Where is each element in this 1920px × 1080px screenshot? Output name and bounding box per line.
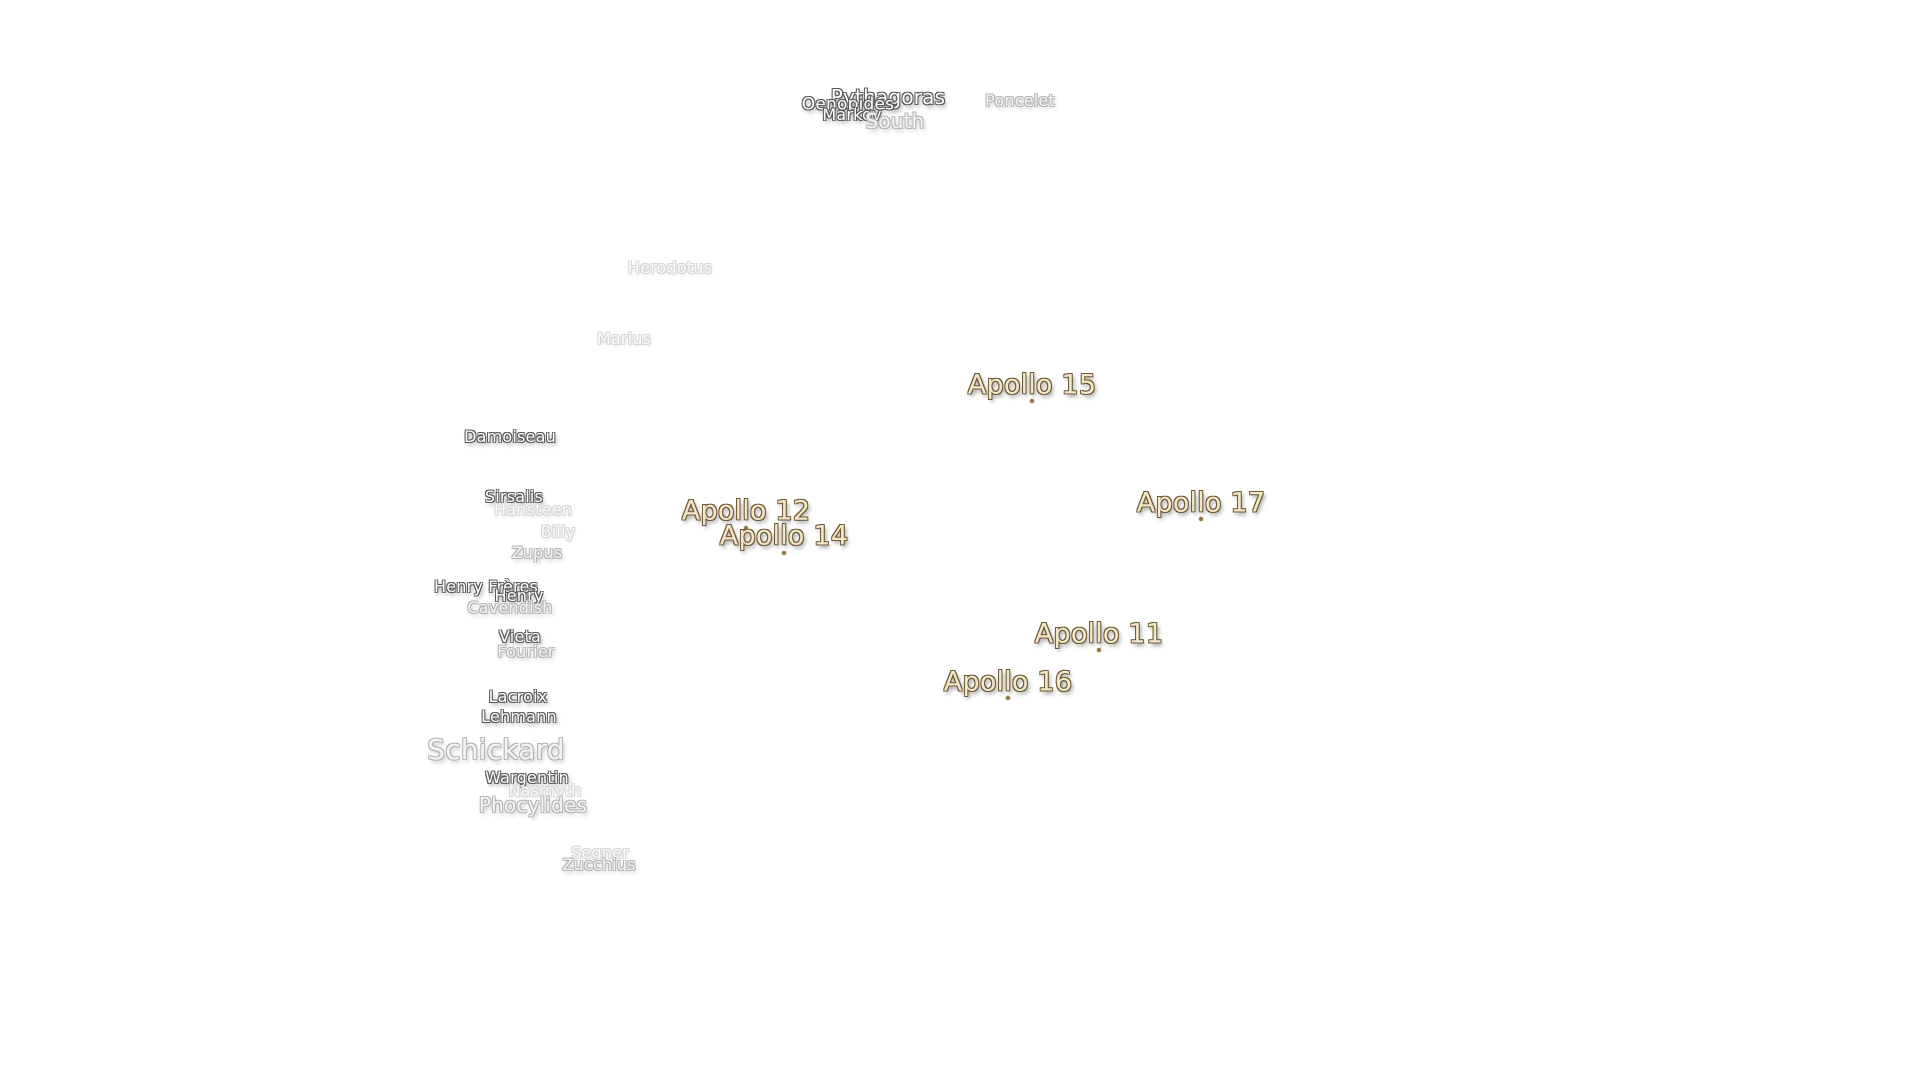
crater-label-south[interactable]: South xyxy=(865,109,925,133)
apollo-14-site-marker[interactable] xyxy=(782,551,786,555)
crater-label-damoiseau[interactable]: Damoiseau xyxy=(464,427,556,446)
crater-label-billy[interactable]: Billy xyxy=(540,522,576,541)
crater-label-nasmyth[interactable]: Nasmyth xyxy=(508,781,582,800)
crater-label-pythagoras[interactable]: Pythagoras xyxy=(830,85,946,109)
crater-label-sirsalis[interactable]: Sirsalis xyxy=(484,487,544,506)
crater-label-lacroix[interactable]: Lacroix xyxy=(488,687,548,706)
crater-label-poncelet[interactable]: Poncelet xyxy=(985,91,1055,110)
crater-label-vieta[interactable]: Vieta xyxy=(499,627,541,646)
crater-label-segner[interactable]: Segner xyxy=(571,843,629,862)
apollo-12-site-marker[interactable] xyxy=(744,526,748,530)
crater-label-schickard[interactable]: Schickard xyxy=(427,733,565,766)
crater-label-cavendish[interactable]: Cavendish xyxy=(467,598,553,617)
crater-label-marius[interactable]: Marius xyxy=(596,329,652,348)
apollo-11-label[interactable]: Apollo 11 xyxy=(1034,618,1164,650)
apollo-11-site-marker[interactable] xyxy=(1097,648,1101,652)
apollo-17-label[interactable]: Apollo 17 xyxy=(1136,487,1266,519)
crater-label-herodotus[interactable]: Herodotus xyxy=(627,258,713,277)
crater-label-hansteen[interactable]: Hansteen xyxy=(493,500,573,519)
apollo-15-site-marker[interactable] xyxy=(1030,399,1034,403)
crater-label-fourier[interactable]: Fourier xyxy=(497,642,555,661)
crater-label-wargentin[interactable]: Wargentin xyxy=(485,768,569,787)
crater-label-markov[interactable]: Markov xyxy=(822,105,882,124)
apollo-12-label[interactable]: Apollo 12 xyxy=(681,495,811,527)
crater-label-zucchius[interactable]: Zucchius xyxy=(562,855,636,874)
crater-label-phocylides[interactable]: Phocylides xyxy=(478,793,588,817)
apollo-17-site-marker[interactable] xyxy=(1199,517,1203,521)
apollo-15-label[interactable]: Apollo 15 xyxy=(967,369,1097,401)
apollo-16-label[interactable]: Apollo 16 xyxy=(943,666,1073,698)
crater-label-henry[interactable]: Henry xyxy=(494,586,544,605)
crater-label-zupus[interactable]: Zupus xyxy=(511,543,563,562)
crater-label-lehmann[interactable]: Lehmann xyxy=(481,707,557,726)
crater-label-oenopides[interactable]: Oenopides xyxy=(801,94,895,115)
apollo-14-label[interactable]: Apollo 14 xyxy=(719,520,849,552)
crater-label-henry-freres[interactable]: Henry Frères xyxy=(433,577,539,596)
apollo-16-site-marker[interactable] xyxy=(1006,696,1010,700)
